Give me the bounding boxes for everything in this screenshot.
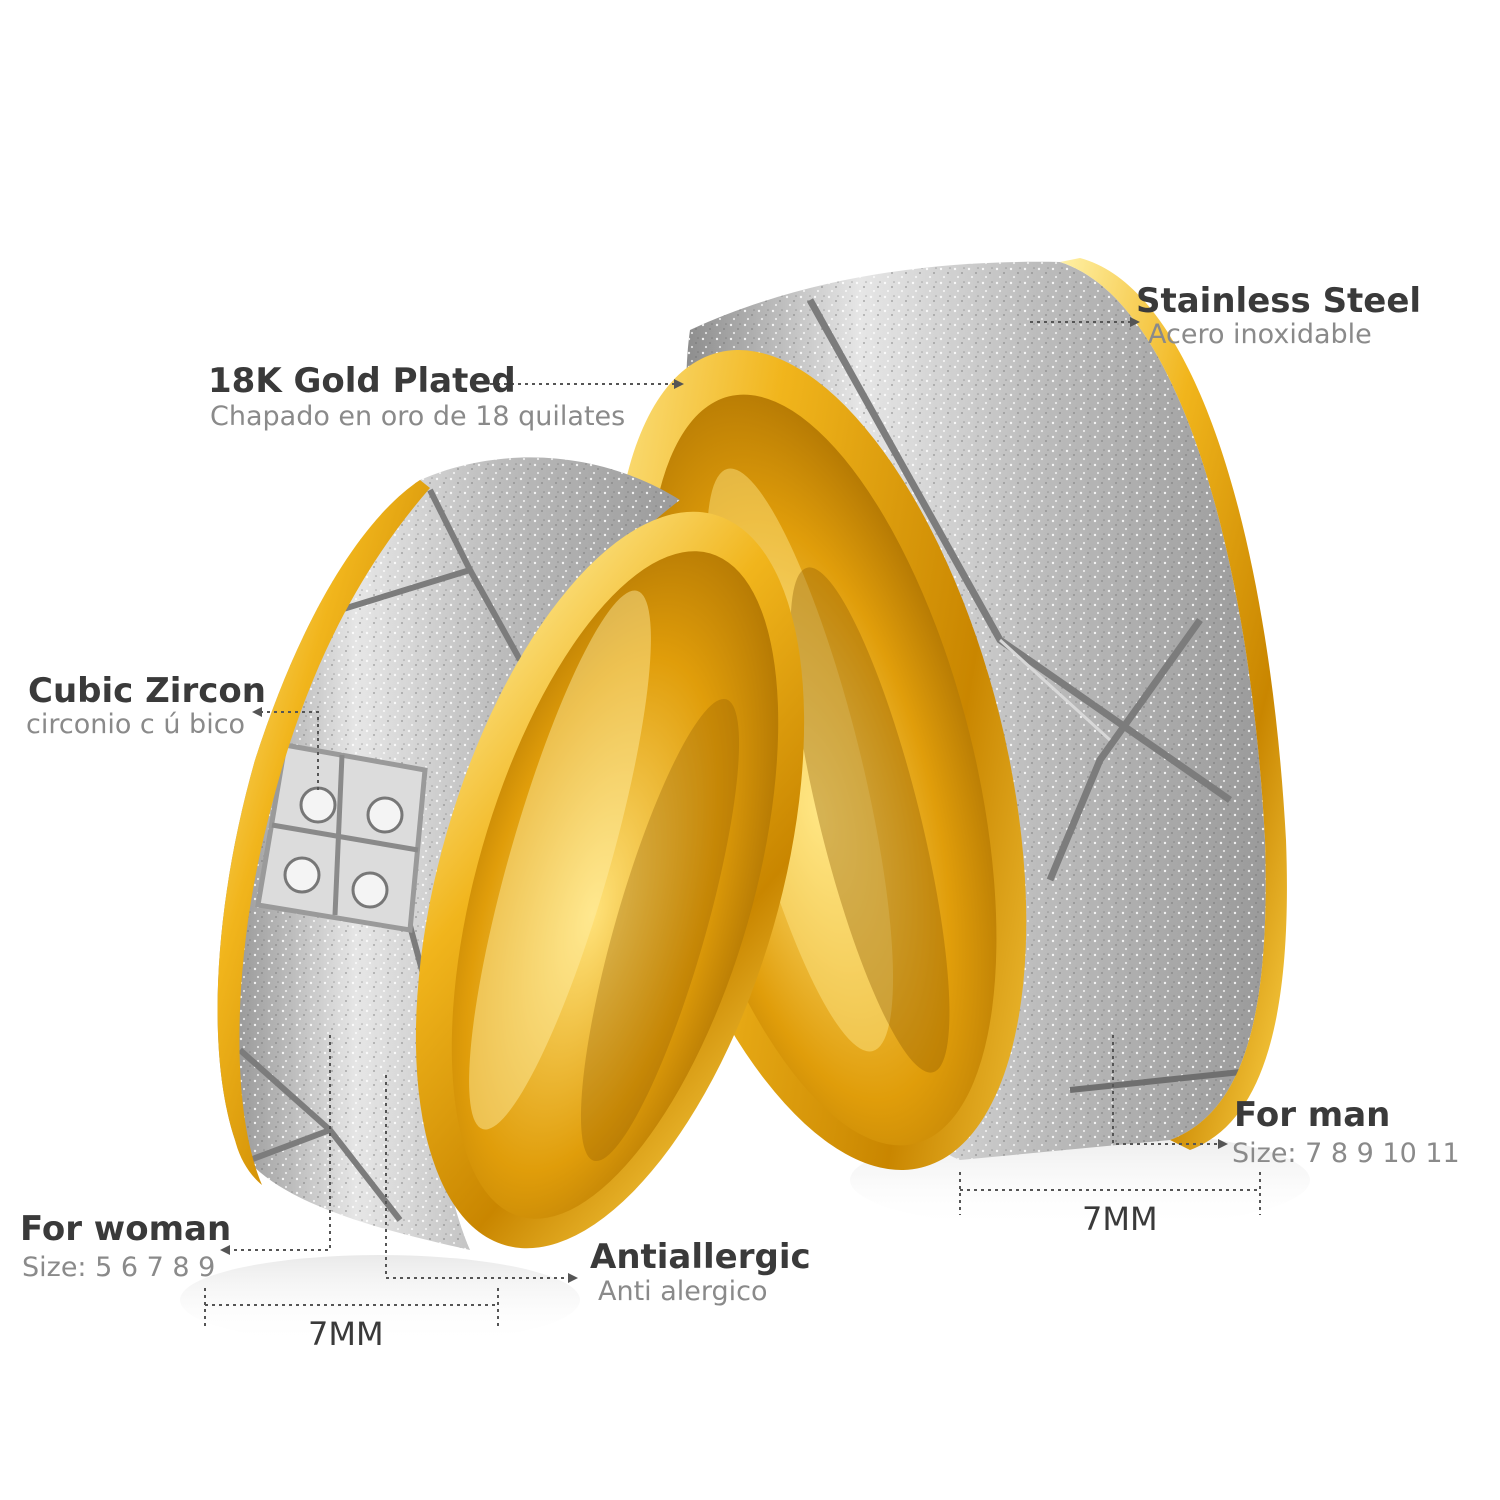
- antiallergic-subtitle: Anti alergico: [598, 1276, 768, 1307]
- width-woman-label: 7MM: [308, 1315, 384, 1353]
- gold-plated-subtitle: Chapado en oro de 18 quilates: [210, 401, 626, 432]
- zircon-stone-2: [366, 796, 404, 834]
- cubic-zircon-title: Cubic Zircon: [28, 671, 266, 711]
- for-woman-size-prefix: Size:: [22, 1252, 87, 1283]
- width-man-label: 7MM: [1082, 1200, 1158, 1238]
- for-woman-size-values: 5 6 7 8 9: [95, 1252, 216, 1283]
- zircon-stone-1: [299, 786, 337, 824]
- man-ring-gold-bevel-right: [1060, 258, 1287, 1150]
- callout-arrowheads: [220, 317, 1228, 1283]
- for-man-sizes: Size: 7 8 9 10 11: [1232, 1140, 1460, 1167]
- for-woman-sizes: Size: 5 6 7 8 9: [22, 1254, 215, 1281]
- stainless-steel-title: Stainless Steel: [1136, 281, 1422, 321]
- for-man-size-values: 7 8 9 10 11: [1305, 1138, 1460, 1169]
- callout-lines: [204, 321, 1261, 1330]
- woman-ring-inner: [451, 551, 779, 1219]
- cubic-zircon-subtitle: circonio c ú bico: [26, 709, 246, 740]
- antiallergic-title: Antiallergic: [590, 1237, 811, 1277]
- for-man-title: For man: [1234, 1095, 1391, 1135]
- callout-for-man: [1112, 1035, 1218, 1145]
- for-woman-title: For woman: [20, 1209, 232, 1249]
- zircon-setting: [255, 742, 428, 933]
- woman-ring-gold-bevel-left: [217, 480, 430, 1185]
- zircon-stone-3: [283, 856, 321, 894]
- callout-cubic-zircon: [262, 711, 319, 790]
- gold-plated-title: 18K Gold Plated: [208, 361, 516, 401]
- zircon-stone-4: [351, 871, 389, 909]
- callout-for-woman: [228, 1035, 331, 1251]
- for-man-size-prefix: Size:: [1232, 1138, 1297, 1169]
- stainless-steel-subtitle: Acero inoxidable: [1148, 319, 1372, 350]
- callout-antiallergic: [385, 1075, 568, 1279]
- woman-ring: [217, 457, 805, 1250]
